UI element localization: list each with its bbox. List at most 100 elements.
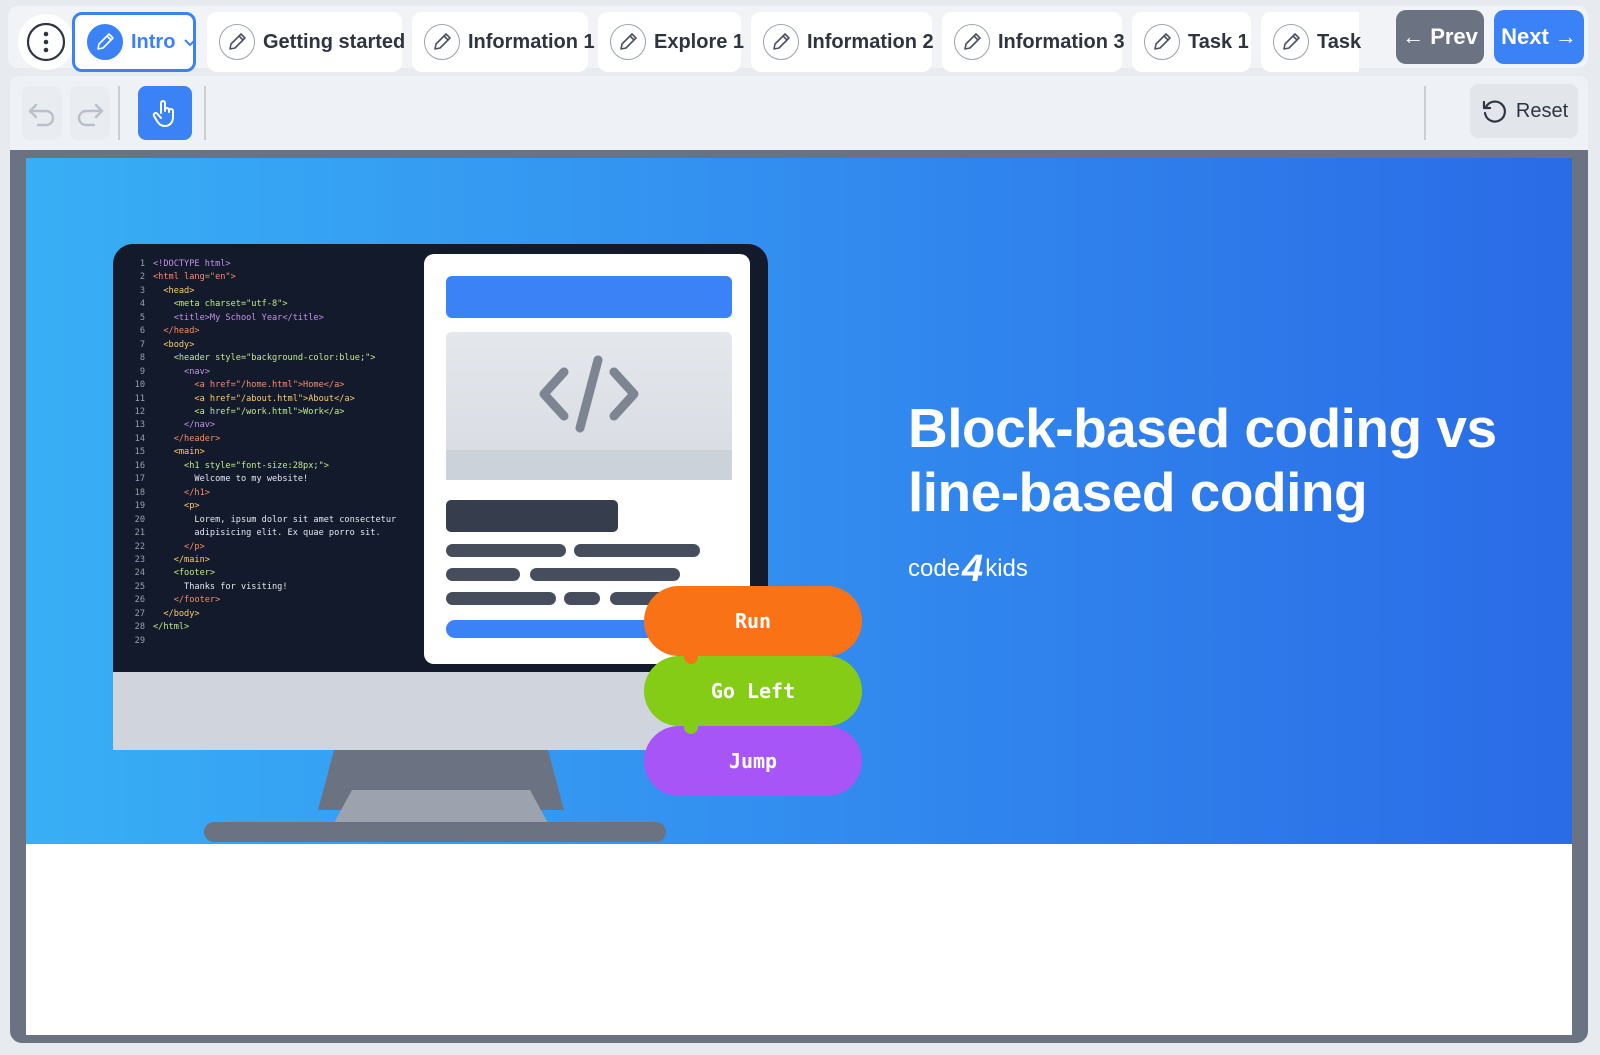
undo-button[interactable]: [22, 86, 62, 140]
line-number: 14: [134, 433, 145, 444]
line-number: 27: [134, 608, 145, 619]
line-number: 10: [134, 380, 145, 391]
line-number: 6: [139, 326, 145, 337]
line-number: 23: [134, 554, 145, 565]
code-text: <a href="/home.html">Home</a>: [153, 380, 345, 391]
code-text: <a href="/about.html">About</a>: [153, 393, 355, 404]
menu-button[interactable]: [18, 14, 74, 70]
line-number: 16: [134, 460, 145, 471]
undo-icon: [28, 103, 55, 127]
preview-text-line: [564, 592, 600, 605]
code-line: 5 <title>My School Year</title>: [123, 312, 413, 325]
more-vertical-icon: [26, 22, 66, 62]
pencil-icon: [1144, 24, 1180, 60]
pencil-icon: [219, 24, 255, 60]
code-line: 21 adipisicing elit. Ex quae porro sit.: [123, 527, 413, 540]
tab-explore-1[interactable]: Explore 1: [598, 12, 744, 72]
tab-information-3[interactable]: Information 3: [942, 12, 1125, 72]
line-number: 11: [134, 393, 145, 404]
code-line: 3 <head>: [123, 285, 413, 298]
line-number: 17: [134, 474, 145, 485]
logo-text: kids: [985, 555, 1028, 582]
code-line: 20 Lorem, ipsum dolor sit amet consectet…: [123, 514, 413, 527]
block-run: Run: [644, 586, 862, 664]
tab-label: Information 2: [807, 30, 934, 53]
line-number: 12: [134, 406, 145, 417]
preview-text-line: [530, 568, 680, 581]
tab-information-2[interactable]: Information 2: [751, 12, 934, 72]
code-line: 22 </p>: [123, 541, 413, 554]
code-line: 4 <meta charset="utf-8">: [123, 298, 413, 311]
code-text: <nav>: [153, 366, 210, 377]
code-text: </h1>: [153, 487, 210, 498]
toolbar-divider: [204, 86, 206, 140]
code-line: 13 </nav>: [123, 419, 413, 432]
code-line: 1<!DOCTYPE html>: [123, 258, 413, 271]
reset-icon: [1482, 100, 1506, 123]
tab-label: Information 1: [468, 30, 595, 53]
tab-intro[interactable]: Intro: [72, 12, 197, 72]
redo-icon: [77, 103, 104, 127]
code-line: 12 <a href="/work.html">Work</a>: [123, 406, 413, 419]
reset-label: Reset: [1515, 99, 1569, 122]
pencil-icon: [1273, 24, 1309, 60]
code-text: <head>: [153, 285, 195, 296]
preview-heading: [446, 500, 618, 532]
next-button[interactable]: Next →: [1494, 10, 1584, 64]
line-number: 21: [134, 528, 145, 539]
toolbar-divider: [1424, 86, 1426, 140]
block-connector: [684, 720, 698, 734]
block-label: Go Left: [710, 679, 796, 703]
code-text: </header>: [153, 433, 221, 444]
block-go-left: Go Left: [644, 656, 862, 734]
code-line: 15 <main>: [123, 446, 413, 459]
code-text: <meta charset="utf-8">: [153, 299, 288, 310]
code-text: adipisicing elit. Ex quae porro sit.: [153, 528, 381, 539]
preview-text-line: [446, 568, 520, 581]
pencil-icon: [763, 24, 799, 60]
tab-task[interactable]: Task: [1261, 12, 1361, 72]
line-number: 9: [139, 366, 145, 377]
tab-information-1[interactable]: Information 1: [412, 12, 595, 72]
code-text: </footer>: [153, 595, 221, 606]
code-line: 28</html>: [123, 621, 413, 634]
code-line: 9 <nav>: [123, 366, 413, 379]
preview-text-line: [446, 544, 566, 557]
code-line: 8 <header style="background-color:blue;"…: [123, 352, 413, 365]
pointer-tool-button[interactable]: [138, 86, 192, 140]
chevron-down-icon: [183, 35, 197, 49]
pencil-icon: [424, 24, 460, 60]
tab-label: Task 1: [1188, 30, 1249, 53]
prev-button[interactable]: ← Prev: [1396, 10, 1484, 64]
code4kids-logo: code 4 kids: [908, 550, 1028, 588]
block-connector: [684, 650, 698, 664]
code-line: 29: [123, 635, 413, 648]
preview-text-line: [574, 544, 700, 557]
line-number: 15: [134, 447, 145, 458]
monitor-base: [204, 822, 666, 842]
tab-getting-started[interactable]: Getting started: [207, 12, 405, 72]
redo-button[interactable]: [70, 86, 110, 140]
line-number: 1: [139, 259, 145, 269]
block-label: Jump: [728, 749, 778, 773]
code-line: 10 <a href="/home.html">Home</a>: [123, 379, 413, 392]
line-number: 22: [134, 541, 145, 552]
line-number: 28: [134, 622, 145, 633]
slide-stage: 1<!DOCTYPE html>2<html lang="en">3 <head…: [10, 150, 1588, 1043]
code-line: 27 </body>: [123, 608, 413, 621]
code-text: <header style="background-color:blue;">: [153, 353, 376, 364]
pencil-icon: [87, 24, 123, 60]
editor-toolbar: Reset: [10, 76, 1588, 150]
code-line: 7 <body>: [123, 339, 413, 352]
preview-text-line: [446, 592, 556, 605]
code-editor-panel: 1<!DOCTYPE html>2<html lang="en">3 <head…: [123, 258, 413, 648]
code-text: <a href="/work.html">Work</a>: [153, 406, 345, 417]
code-line: 19 <p>: [123, 500, 413, 513]
reset-button[interactable]: Reset: [1470, 84, 1578, 138]
line-number: 2: [139, 272, 145, 283]
code-text: Thanks for visiting!: [153, 581, 288, 592]
tab-task-1[interactable]: Task 1: [1132, 12, 1251, 72]
code-text: </body>: [153, 608, 200, 619]
line-number: 5: [139, 312, 145, 323]
tab-label: Intro: [131, 30, 176, 53]
